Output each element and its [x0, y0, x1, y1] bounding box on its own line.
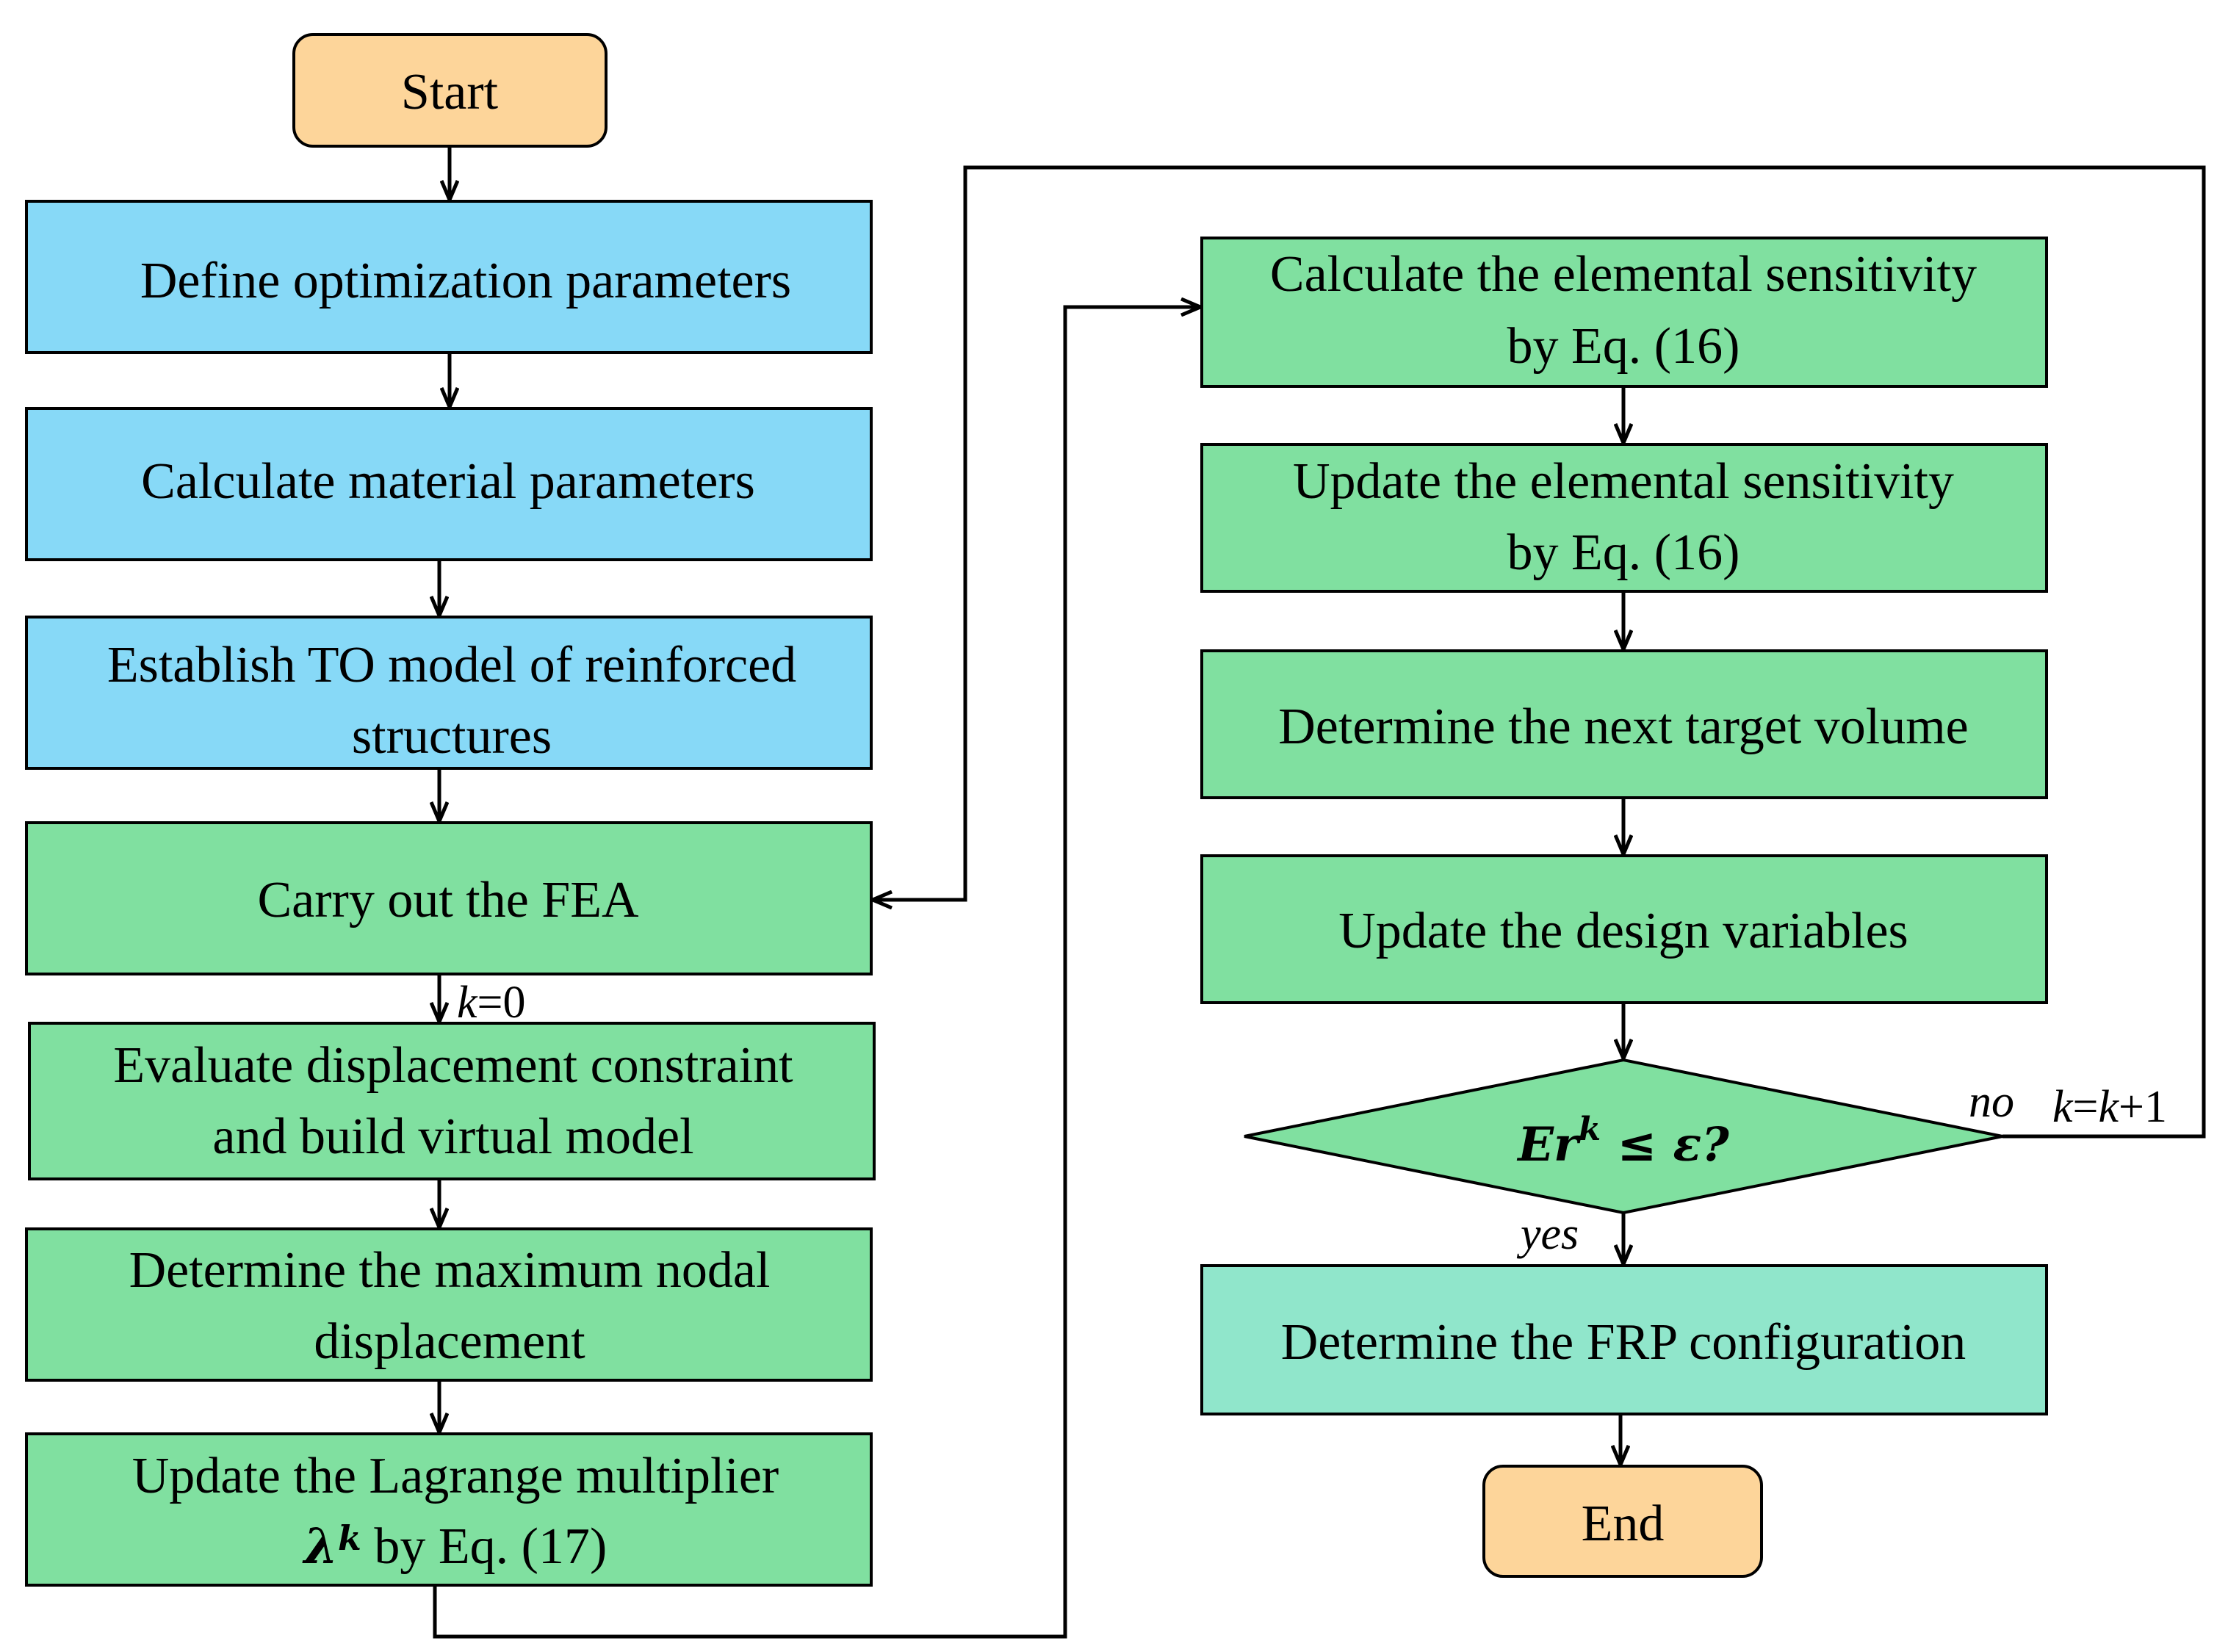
- k-incr-eq: =: [2073, 1082, 2099, 1132]
- calc-material-box: [25, 407, 873, 561]
- lagrange-label-line1: Update the Lagrange multiplier: [132, 1448, 779, 1504]
- update-vars-label: Update the design variables: [1338, 903, 1908, 959]
- update-sensitivity-label-line2: by Eq. (16): [1507, 524, 1740, 581]
- establish-model-label-line1: Establish TO model of reinforced: [107, 637, 796, 693]
- evaluate-label-line1: Evaluate displacement constraint: [113, 1037, 793, 1094]
- max-displacement-label-line1: Determine the maximum nodal: [129, 1242, 771, 1299]
- k-increment-label: k=k+1: [2052, 1082, 2167, 1132]
- connector-loop-no-to-fea: [873, 165, 2206, 1139]
- establish-model-box: [25, 616, 873, 770]
- lagrange-eq-ref: by Eq. (17): [361, 1518, 607, 1575]
- no-label: no: [1969, 1077, 2014, 1127]
- k-incr-var2: k: [2099, 1082, 2120, 1132]
- lagrange-box: [25, 1432, 873, 1587]
- lambda-superscript: k: [338, 1518, 361, 1558]
- end-label: End: [1582, 1496, 1665, 1552]
- evaluate-box: [28, 1022, 876, 1180]
- decision-er: Er: [1516, 1117, 1582, 1172]
- update-vars-box: [1200, 854, 2048, 1004]
- define-params-label: Define optimization parameters: [140, 253, 791, 309]
- frp-config-label: Determine the FRP configuration: [1281, 1314, 1966, 1371]
- connector-lagrange-to-sensitivity: [433, 307, 1200, 1639]
- end-node: [1482, 1465, 1763, 1578]
- k-incr-rest: +1: [2119, 1082, 2167, 1132]
- update-sensitivity-box: [1200, 443, 2048, 593]
- k-incr-var1: k: [2052, 1082, 2074, 1132]
- decision-superscript: k: [1579, 1111, 1601, 1148]
- establish-model-label-line2: structures: [352, 708, 552, 765]
- convergence-decision-label: Erk ≤ ε?: [1516, 1111, 1729, 1172]
- calc-sensitivity-label-line2: by Eq. (16): [1507, 318, 1740, 375]
- yes-label: yes: [1516, 1209, 1579, 1259]
- next-volume-box: [1200, 649, 2048, 799]
- lambda-symbol: λ: [302, 1518, 338, 1575]
- k-init-variable: k: [457, 978, 478, 1028]
- calc-material-label: Calculate material parameters: [141, 453, 755, 510]
- lagrange-label-line2: λk by Eq. (17): [302, 1518, 608, 1575]
- k-init-value: =0: [477, 978, 526, 1028]
- frp-config-box: [1200, 1264, 2048, 1415]
- calc-sensitivity-box: [1200, 237, 2048, 388]
- carry-fea-label: Carry out the FEA: [257, 872, 639, 928]
- k-init-label: k=0: [457, 978, 526, 1028]
- next-volume-label: Determine the next target volume: [1278, 699, 1969, 755]
- calc-sensitivity-label-line1: Calculate the elemental sensitivity: [1270, 246, 1977, 303]
- max-displacement-label-line2: displacement: [314, 1313, 585, 1370]
- evaluate-label-line2: and build virtual model: [212, 1108, 693, 1165]
- define-params-box: [25, 200, 873, 354]
- decision-condition: ≤ ε?: [1601, 1117, 1729, 1172]
- start-label: Start: [401, 64, 499, 120]
- carry-fea-box: [25, 821, 873, 975]
- update-sensitivity-label-line1: Update the elemental sensitivity: [1293, 453, 1954, 510]
- max-displacement-box: [25, 1227, 873, 1382]
